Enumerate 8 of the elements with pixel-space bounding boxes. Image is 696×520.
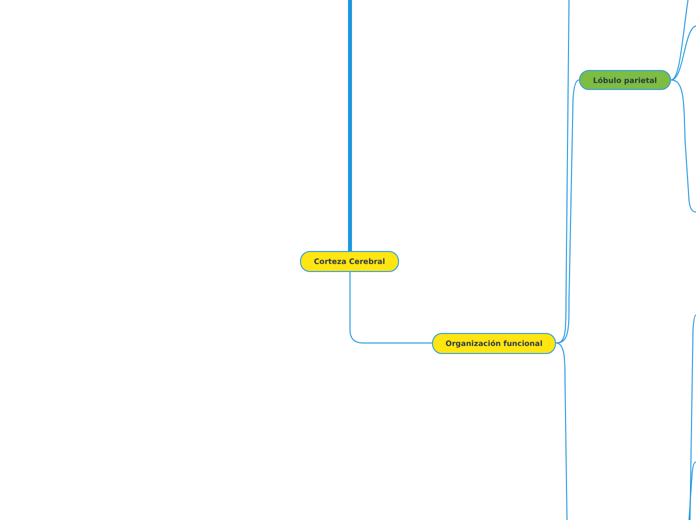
connector-line (670, 26, 696, 80)
connector-line (556, 80, 580, 344)
connector-line (348, 0, 352, 251)
connector-line (670, 0, 688, 80)
connector-line (670, 80, 696, 212)
connector-line (556, 0, 570, 344)
connector-line (350, 272, 432, 344)
connector-line (556, 342, 568, 520)
